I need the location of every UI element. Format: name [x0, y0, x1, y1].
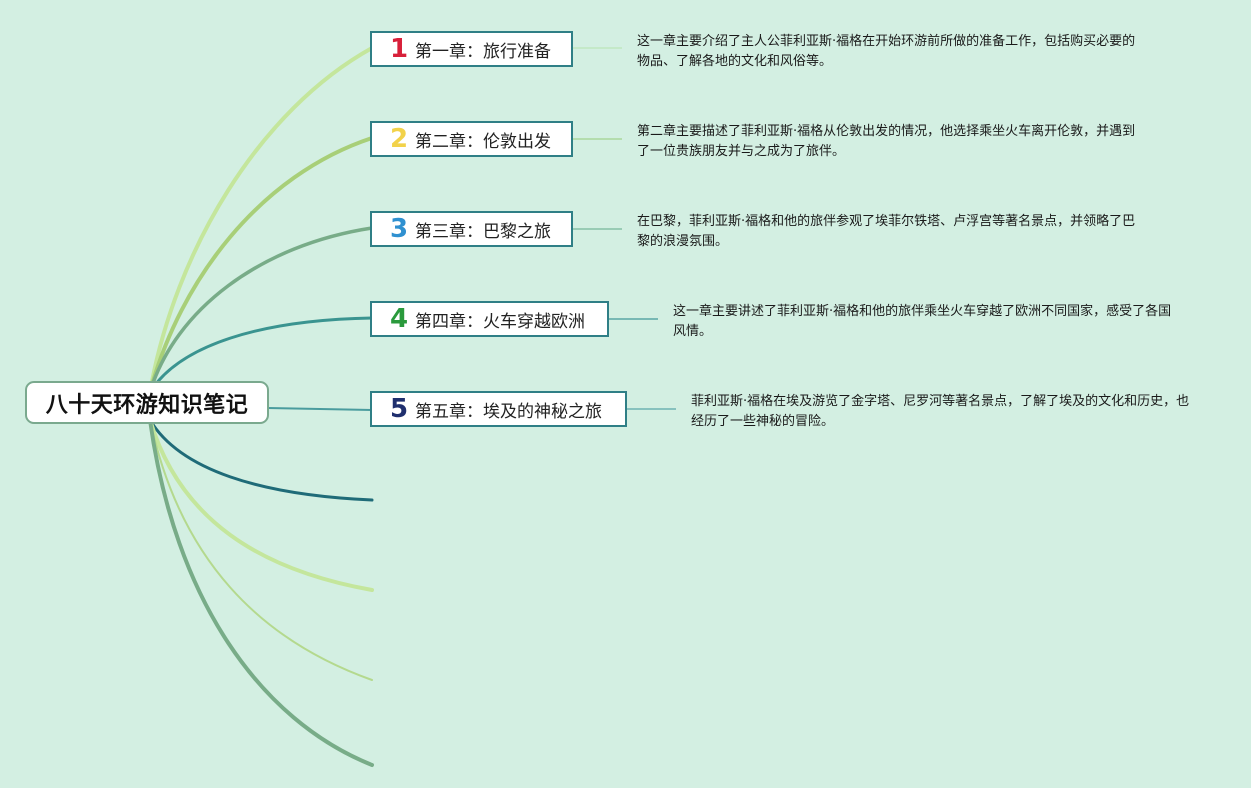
branch-line-4 [148, 316, 374, 394]
chapter-2-node[interactable]: 2 第二章：伦敦出发 [370, 121, 573, 157]
chapter-1-node[interactable]: 1 第一章：旅行准备 [370, 31, 573, 67]
chapter-3-node[interactable]: 3 第三章：巴黎之旅 [370, 211, 573, 247]
chapter-5-node[interactable]: 5 第五章：埃及的神秘之旅 [370, 391, 627, 427]
branch-line-3 [148, 226, 374, 394]
chapter-4-title: 第四章：火车穿越欧洲 [415, 311, 585, 332]
chapter-4-node[interactable]: 4 第四章：火车穿越欧洲 [370, 301, 609, 337]
chapter-3-number: 3 [389, 214, 409, 244]
chapter-5-number: 5 [389, 394, 409, 424]
chapter-1-title: 第一章：旅行准备 [415, 41, 551, 62]
chapter-3-description: 在巴黎，菲利亚斯·福格和他的旅伴参观了埃菲尔铁塔、卢浮宫等著名景点，并领略了巴黎… [637, 214, 1136, 249]
chapter-4-number: 4 [389, 304, 409, 334]
branch-line-9 [148, 418, 374, 767]
branch-line-5 [267, 407, 373, 411]
branch-line-7 [148, 418, 374, 592]
chapter-2-title: 第二章：伦敦出发 [415, 131, 551, 152]
chapter-2-number: 2 [389, 124, 409, 154]
chapter-4-description: 这一章主要讲述了菲利亚斯·福格和他的旅伴乘坐火车穿越了欧洲不同国家，感受了各国风… [673, 304, 1172, 339]
branch-line-8 [149, 419, 373, 681]
root-topic[interactable]: 八十天环游知识笔记 [25, 381, 269, 424]
chapter-5-description: 菲利亚斯·福格在埃及游览了金字塔、尼罗河等著名景点，了解了埃及的文化和历史，也经… [691, 394, 1190, 429]
chapter-1-description: 这一章主要介绍了主人公菲利亚斯·福格在开始环游前所做的准备工作，包括购买必要的物… [637, 34, 1136, 69]
chapter-5-title: 第五章：埃及的神秘之旅 [415, 401, 602, 422]
chapter-1-number: 1 [389, 34, 409, 64]
branch-line-1 [148, 46, 374, 394]
chapter-3-title: 第三章：巴黎之旅 [415, 221, 551, 242]
chapter-2-description: 第二章主要描述了菲利亚斯·福格从伦敦出发的情况，他选择乘坐火车离开伦敦，并遇到了… [637, 124, 1136, 159]
branch-line-6 [148, 418, 374, 502]
branch-line-2 [148, 136, 374, 394]
